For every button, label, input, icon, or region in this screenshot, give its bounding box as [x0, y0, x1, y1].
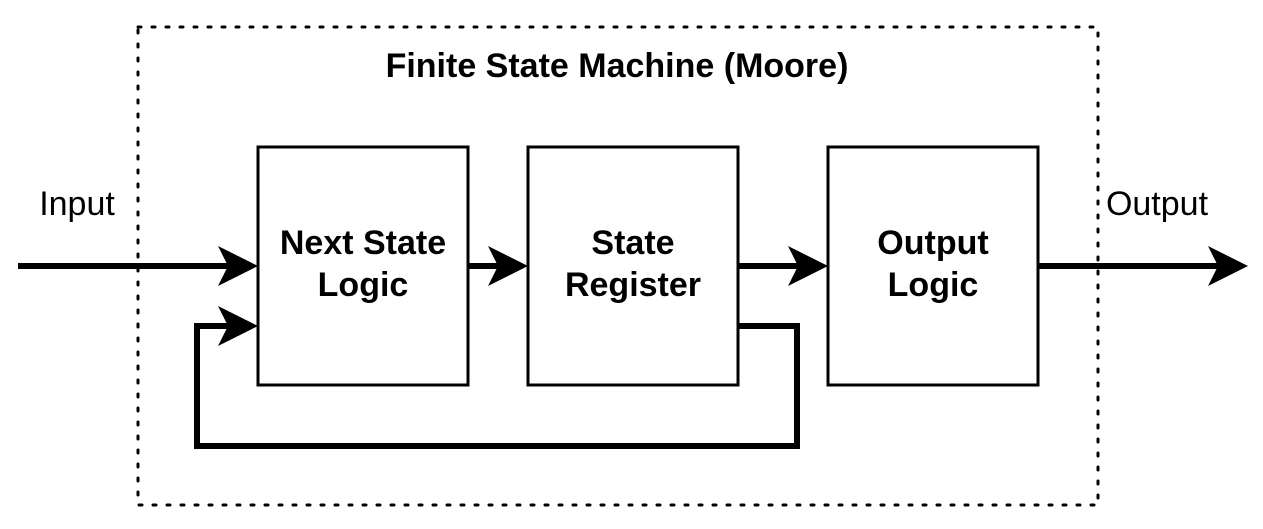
state-register-block: State Register	[526, 145, 740, 387]
output-label: Output	[1106, 185, 1209, 223]
feedback-arrowhead	[218, 306, 258, 346]
output-logic-line-2: Logic	[888, 266, 979, 304]
input-label: Input	[39, 185, 115, 223]
diagram-title: Finite State Machine (Moore)	[386, 47, 849, 85]
next-state-logic-block: Next State Logic	[256, 145, 470, 387]
output-logic-block: Output Logic	[826, 145, 1040, 387]
feedback-wire	[194, 323, 800, 449]
next-state-arrowhead	[488, 246, 528, 286]
next-state-logic-line-1: Next State	[280, 224, 446, 262]
next-state-logic-line-2: Logic	[318, 266, 409, 304]
state-arrowhead	[788, 246, 828, 286]
output-arrowhead	[1208, 246, 1248, 286]
state-register-line-2: Register	[565, 266, 701, 304]
fsm-boundary	[136, 25, 1100, 507]
output-logic-line-1: Output	[877, 224, 988, 262]
state-register-line-1: State	[591, 224, 674, 262]
input-arrowhead	[218, 246, 258, 286]
